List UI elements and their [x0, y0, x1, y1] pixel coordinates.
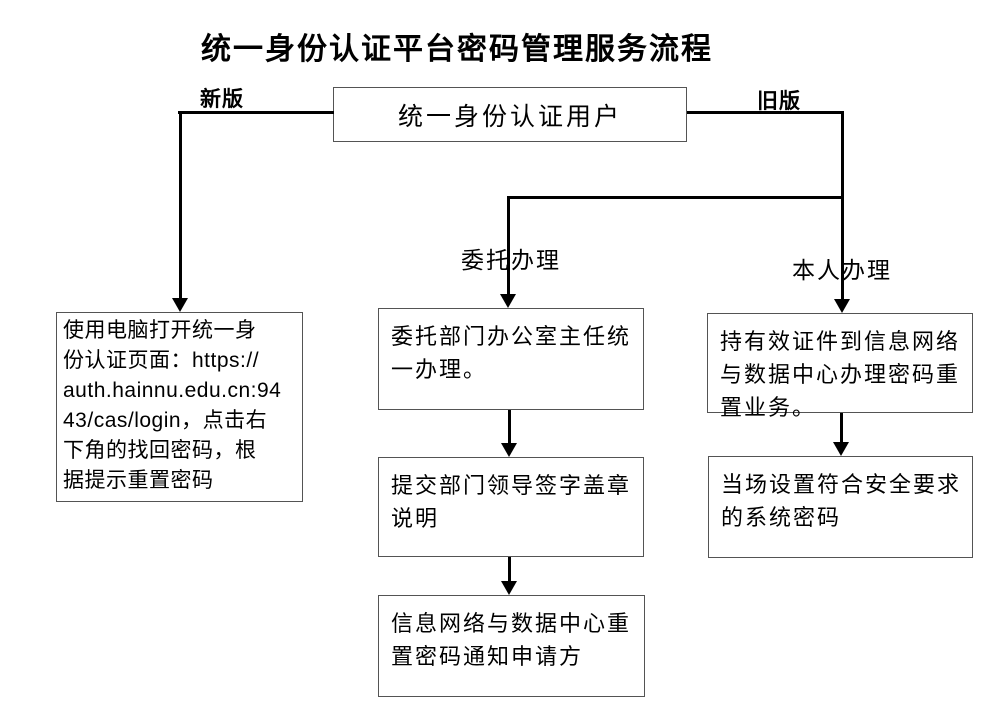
- connector-line: [841, 111, 844, 299]
- node-text-line: 提交部门领导签字盖章: [391, 473, 632, 498]
- branch-label-new-version: 新版: [200, 88, 244, 111]
- connector-line: [840, 413, 843, 442]
- node-text-line: 下角的找回密码，根: [63, 439, 257, 462]
- branch-label-in-person: 本人办理: [792, 258, 892, 283]
- branch-label-old-version: 旧版: [757, 90, 801, 113]
- node-text-line: 当场设置符合安全要求: [721, 472, 962, 497]
- arrowhead-down-icon: [500, 294, 516, 308]
- node-self-service-reset: 使用电脑打开统一身 份认证页面：https:// auth.hainnu.edu…: [56, 312, 303, 502]
- node-text-line: 持有效证件到信息网络: [720, 329, 961, 354]
- node-text-line: 置业务。: [720, 395, 817, 420]
- arrowhead-down-icon: [833, 442, 849, 456]
- arrowhead-down-icon: [501, 443, 517, 457]
- connector-line: [178, 111, 334, 114]
- arrowhead-down-icon: [501, 581, 517, 595]
- connector-line: [179, 111, 182, 299]
- node-center-resets-notifies: 信息网络与数据中心重 置密码通知申请方: [378, 595, 645, 697]
- node-in-person-with-id: 持有效证件到信息网络 与数据中心办理密码重 置业务。: [707, 313, 973, 420]
- branch-label-delegate: 委托办理: [461, 248, 561, 273]
- node-unified-identity-user: 统一身份认证用户: [333, 87, 687, 142]
- node-text-line: 与数据中心办理密码重: [720, 362, 961, 387]
- page-title: 统一身份认证平台密码管理服务流程: [201, 33, 713, 66]
- arrowhead-down-icon: [834, 299, 850, 313]
- node-text-line: 的系统密码: [721, 505, 842, 530]
- connector-line: [507, 196, 844, 199]
- connector-line: [687, 111, 844, 114]
- node-text-line: 使用电脑打开统一身: [63, 319, 257, 342]
- node-text-line: 说明: [391, 506, 440, 531]
- node-text: 统一身份认证用户: [397, 103, 622, 131]
- arrowhead-down-icon: [172, 298, 188, 312]
- node-text-line: 据提示重置密码: [63, 469, 214, 492]
- node-text-line: auth.hainnu.edu.cn:94: [63, 379, 282, 402]
- node-set-secure-password: 当场设置符合安全要求 的系统密码: [708, 456, 973, 558]
- connector-line: [508, 410, 511, 443]
- node-text-line: 份认证页面：https://: [63, 349, 260, 372]
- node-text-line: 置密码通知申请方: [391, 644, 584, 669]
- node-delegate-office-director: 委托部门办公室主任统 一办理。: [378, 308, 644, 410]
- connector-line: [507, 196, 510, 294]
- node-text-line: 委托部门办公室主任统: [391, 324, 632, 349]
- node-text-line: 信息网络与数据中心重: [391, 611, 632, 636]
- node-text-line: 43/cas/login，点击右: [63, 409, 268, 432]
- node-submit-signed-statement: 提交部门领导签字盖章 说明: [378, 457, 644, 557]
- connector-line: [508, 557, 511, 581]
- node-text-line: 一办理。: [391, 357, 488, 382]
